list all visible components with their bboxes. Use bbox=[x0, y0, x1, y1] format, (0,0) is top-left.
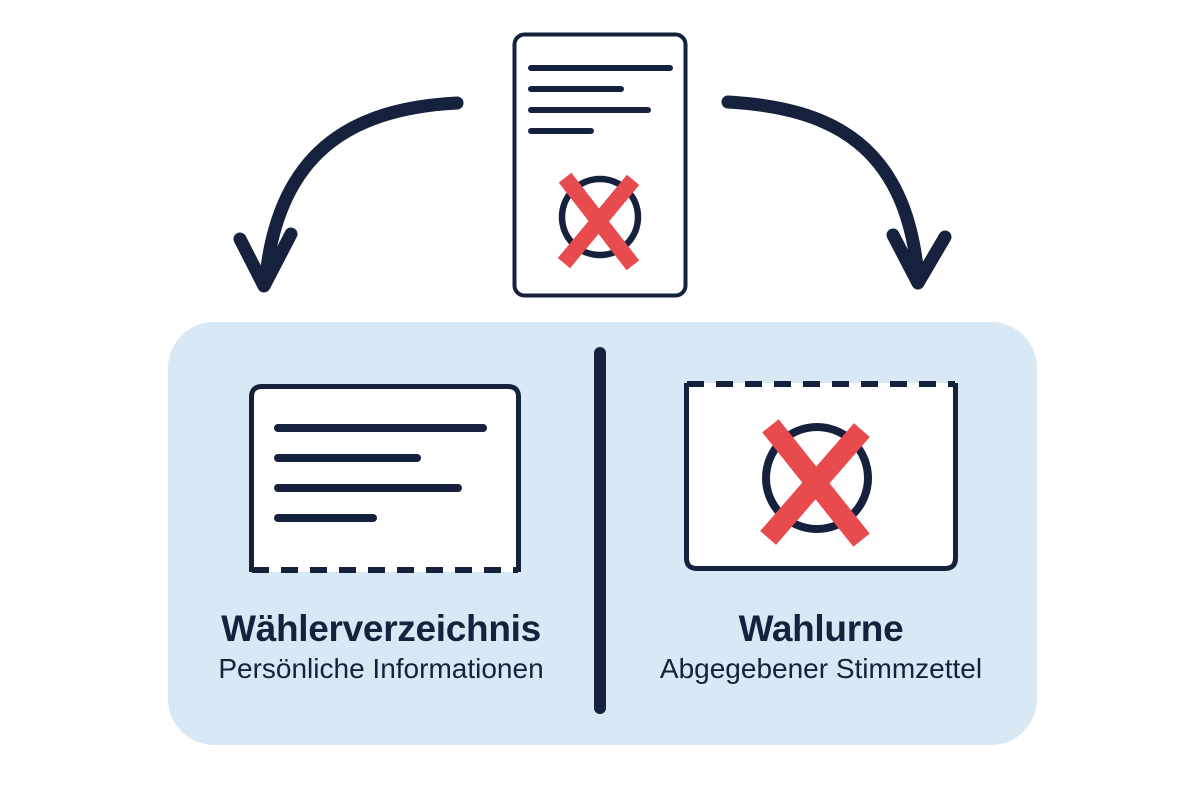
panel-divider bbox=[594, 347, 606, 714]
ballot-text-lines bbox=[528, 65, 673, 134]
right-subtitle: Abgegebener Stimmzettel bbox=[659, 653, 983, 684]
curved-arrow-down-right-icon bbox=[721, 95, 952, 290]
red-cross-vote-mark-icon bbox=[557, 172, 640, 271]
left-label-block: Wählerverzeichnis Persönliche Informatio… bbox=[181, 608, 581, 688]
ballot-box-slot-with-x-icon bbox=[684, 381, 958, 571]
ballot-paper-icon bbox=[512, 32, 688, 298]
curved-arrow-down-left-icon bbox=[233, 96, 464, 293]
left-title: Wählerverzeichnis bbox=[221, 608, 541, 649]
vote-circle-icon bbox=[558, 175, 642, 259]
register-text-lines bbox=[274, 424, 487, 522]
voter-register-card-icon bbox=[249, 384, 521, 573]
top-section bbox=[233, 32, 952, 298]
vote-circle-icon bbox=[762, 423, 872, 533]
right-title: Wahlurne bbox=[738, 608, 904, 649]
left-subtitle: Persönliche Informationen bbox=[218, 653, 544, 684]
red-cross-vote-mark-icon bbox=[760, 419, 870, 547]
right-label-block: Wahlurne Abgegebener Stimmzettel bbox=[621, 608, 1021, 688]
